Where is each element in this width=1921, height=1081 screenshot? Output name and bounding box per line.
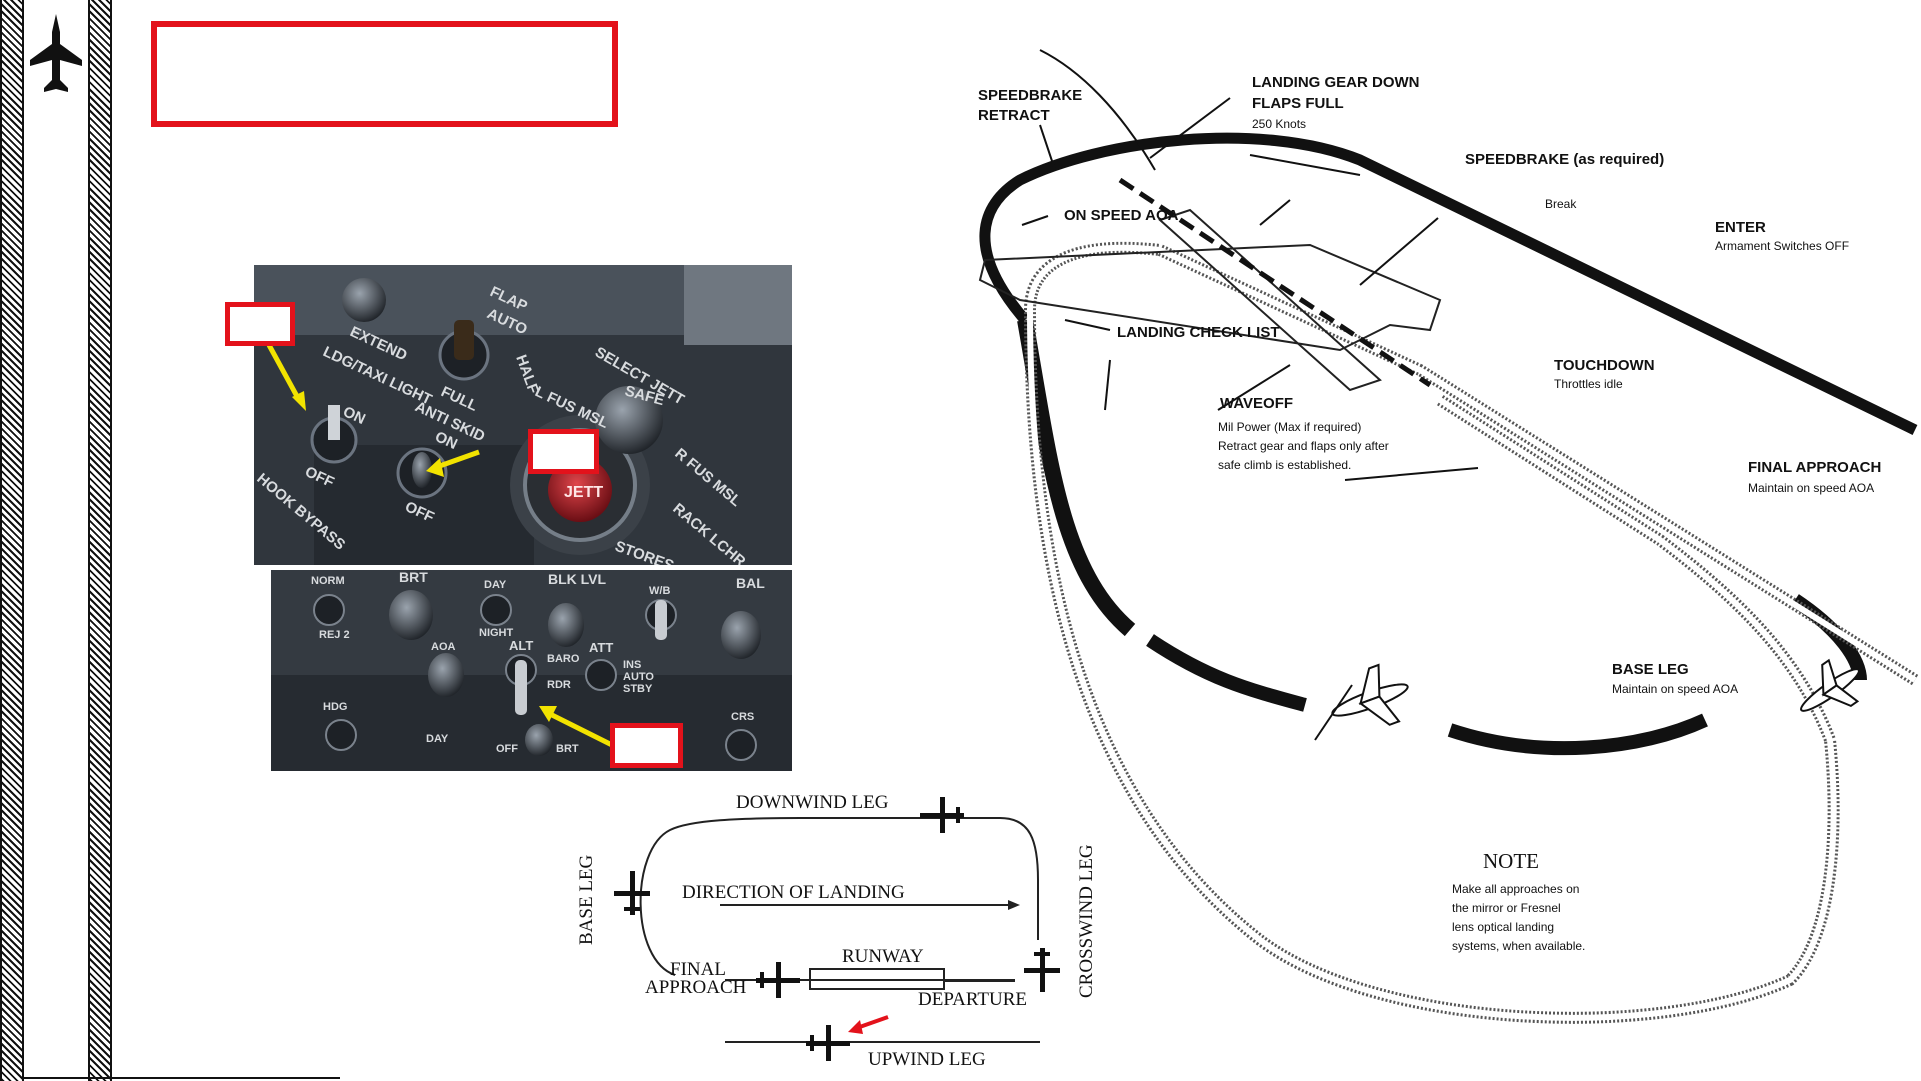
cockpit-panel-top: EXTEND FLAP AUTO HALF FULL LDG/TAXI LIGH… [254,265,792,565]
label-armament-switches-off: Armament Switches OFF [1715,239,1849,253]
label-break: Break [1545,197,1577,211]
label-speedbrake-retract-2: RETRACT [978,107,1050,124]
pattern-final-2: APPROACH [645,977,747,998]
label-day-2: DAY [426,733,449,745]
left-hatch-border [0,0,24,1081]
sidebar-logo [24,10,88,100]
pattern-direction-of-landing: DIRECTION OF LANDING [682,882,905,903]
label-note-2: the mirror or Fresnel [1452,901,1561,915]
label-maintain-on-speed-aoa: Maintain on speed AOA [1748,481,1874,495]
label-wb: W/B [649,585,670,597]
label-speedbrake-as-required: SPEEDBRAKE (as required) [1465,151,1664,168]
label-day: DAY [484,579,507,591]
jett-button-label: JETT [564,484,603,501]
label-brt: BRT [399,570,428,585]
label-stby: STBY [623,683,653,695]
title-box [151,21,618,127]
label-250-knots: 250 Knots [1252,117,1306,131]
label-touchdown: TOUCHDOWN [1554,357,1655,374]
label-landing-gear-down: LANDING GEAR DOWN [1252,74,1420,91]
label-ins: INS [623,659,641,671]
cockpit-panel-bottom: NORM REJ 2 BRT DAY NIGHT BLK LVL W/B BAL… [271,570,792,771]
label-base-leg-note: Maintain on speed AOA [1612,682,1738,696]
label-blk-lvl: BLK LVL [548,571,607,587]
label-enter: ENTER [1715,219,1766,236]
overhead-pattern-diagram: SPEEDBRAKE RETRACT LANDING GEAR DOWN FLA… [960,40,1921,1040]
label-alt: ALT [509,638,533,653]
label-on-speed-aoa: ON SPEED AOA [1064,207,1179,224]
label-bal: BAL [736,575,765,591]
label-waveoff-note-2: Retract gear and flaps only after [1218,439,1389,453]
label-throttles-idle: Throttles idle [1554,377,1623,391]
pattern-base-leg: BASE LEG [576,854,597,945]
bottom-rule [24,1077,340,1079]
pattern-aircraft-icons [614,797,1060,1061]
fa18-jet-icon-2 [1800,658,1860,712]
right-hatch-border [88,0,112,1081]
label-speedbrake-retract-1: SPEEDBRAKE [978,87,1082,104]
label-brt-2: BRT [556,743,579,755]
label-auto: AUTO [623,671,654,683]
label-crs: CRS [731,711,754,723]
fighter-jet-icon [30,14,82,92]
callout-ldg-taxi-light [225,302,295,346]
fa18-jet-icon [1331,663,1409,726]
label-note-title: NOTE [1483,849,1539,873]
label-rej2: REJ 2 [319,629,350,641]
label-norm: NORM [311,575,345,587]
callout-brightness [610,723,683,768]
pattern-crosswind-leg: CROSSWIND LEG [1076,844,1097,998]
label-landing-check-list: LANDING CHECK LIST [1117,324,1280,341]
label-waveoff: WAVEOFF [1220,395,1293,412]
label-base-leg: BASE LEG [1612,661,1689,678]
pattern-upwind-leg: UPWIND LEG [868,1049,986,1070]
label-note-4: systems, when available. [1452,939,1585,953]
label-aoa: AOA [431,641,456,653]
pattern-downwind-leg: DOWNWIND LEG [736,792,889,813]
label-off: OFF [496,743,518,755]
pattern-final-1: FINAL [670,959,726,980]
pattern-departure: DEPARTURE [918,989,1027,1010]
callout-anti-skid [528,429,599,474]
pattern-diagram: DOWNWIND LEG BASE LEG CROSSWIND LEG DIRE… [560,770,1110,1075]
pattern-runway: RUNWAY [842,946,924,967]
label-waveoff-note-1: Mil Power (Max if required) [1218,420,1361,434]
label-note-1: Make all approaches on [1452,882,1579,896]
label-baro: BARO [547,653,580,665]
label-hdg: HDG [323,701,347,713]
label-flaps-full: FLAPS FULL [1252,95,1344,112]
label-waveoff-note-3: safe climb is established. [1218,458,1351,472]
label-note-3: lens optical landing [1452,920,1554,934]
label-night: NIGHT [479,627,514,639]
label-final-approach: FINAL APPROACH [1748,459,1881,476]
label-att: ATT [589,640,613,655]
label-rdr: RDR [547,679,571,691]
